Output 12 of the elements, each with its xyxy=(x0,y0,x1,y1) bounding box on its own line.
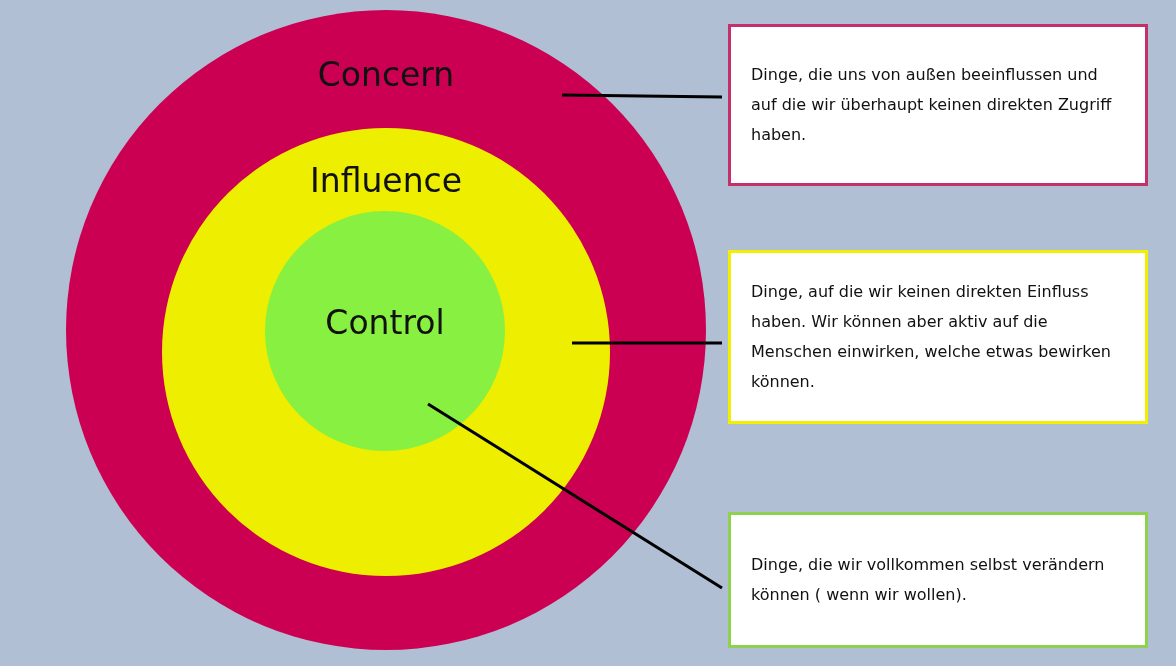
circle-label: Concern xyxy=(317,58,455,91)
circle-label: Control xyxy=(325,306,445,339)
description-text: Dinge, die wir vollkommen selbst verändern können ( wenn wir wollen). xyxy=(751,554,1106,606)
circle-label: Influence xyxy=(310,164,462,197)
text-box xyxy=(728,512,1148,648)
text-box xyxy=(728,24,1148,186)
leader-line xyxy=(561,93,723,99)
text-box xyxy=(728,250,1148,424)
description-text: Dinge, auf die wir keinen direkten Einfluss haben. Wir können aber aktiv auf die Menschen einwirken, welche etwas bewirken können. xyxy=(751,281,1112,393)
description-text: Dinge, die uns von außen beeinflussen und auf die wir überhaupt keinen direkten Zugriff haben. xyxy=(751,64,1113,146)
leader-line xyxy=(572,341,722,345)
leader-line xyxy=(427,402,723,590)
